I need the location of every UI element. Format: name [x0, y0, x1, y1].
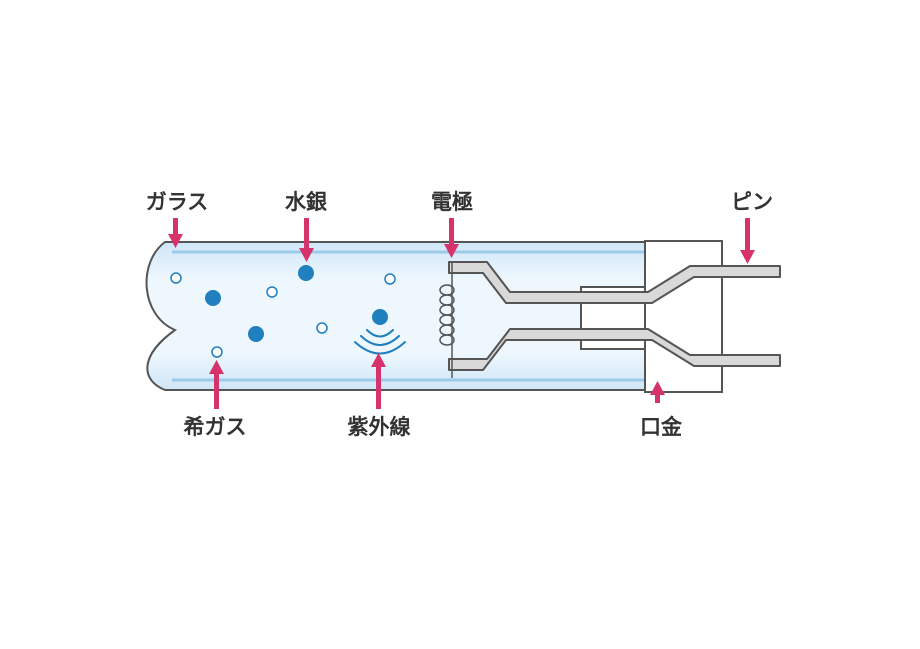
mercury-atom — [298, 265, 314, 281]
labels: ガラス 水銀 電極 ピン 希ガス 紫外線 口金 — [146, 190, 773, 439]
rare-gas-atom — [384, 273, 396, 285]
label-glass: ガラス — [146, 190, 209, 214]
label-mercury: 水銀 — [285, 190, 327, 214]
mercury-atom — [248, 326, 264, 342]
label-electrode: 電極 — [431, 190, 473, 214]
filament-coil — [439, 262, 455, 378]
particles — [170, 265, 396, 358]
glass-tube — [145, 241, 651, 391]
rare-gas-atom — [170, 272, 182, 284]
mercury-atom — [372, 309, 388, 325]
rare-gas-atom — [316, 322, 328, 334]
lower-lead — [448, 328, 781, 371]
ultraviolet-waves-icon — [354, 329, 406, 355]
rare-gas-atom — [211, 346, 223, 358]
pin-arrow — [740, 218, 755, 264]
label-pin: ピン — [731, 190, 773, 214]
upper-lead — [448, 261, 781, 304]
glass-arrow — [168, 218, 183, 248]
base-arrow — [650, 381, 665, 403]
rare-gas-atom — [266, 286, 278, 298]
electrode-leads — [448, 261, 781, 371]
label-rare-gas: 希ガス — [184, 415, 247, 439]
tube-body — [145, 241, 651, 391]
label-ultraviolet: 紫外線 — [348, 415, 411, 439]
ultraviolet-arrow — [371, 353, 386, 409]
rare-gas-arrow — [209, 360, 224, 409]
label-base: 口金 — [640, 415, 683, 439]
electrode-arrow — [444, 218, 459, 258]
label-arrows — [168, 218, 755, 409]
mercury-arrow — [299, 218, 314, 262]
mercury-atom — [205, 290, 221, 306]
base-cap — [644, 240, 723, 393]
